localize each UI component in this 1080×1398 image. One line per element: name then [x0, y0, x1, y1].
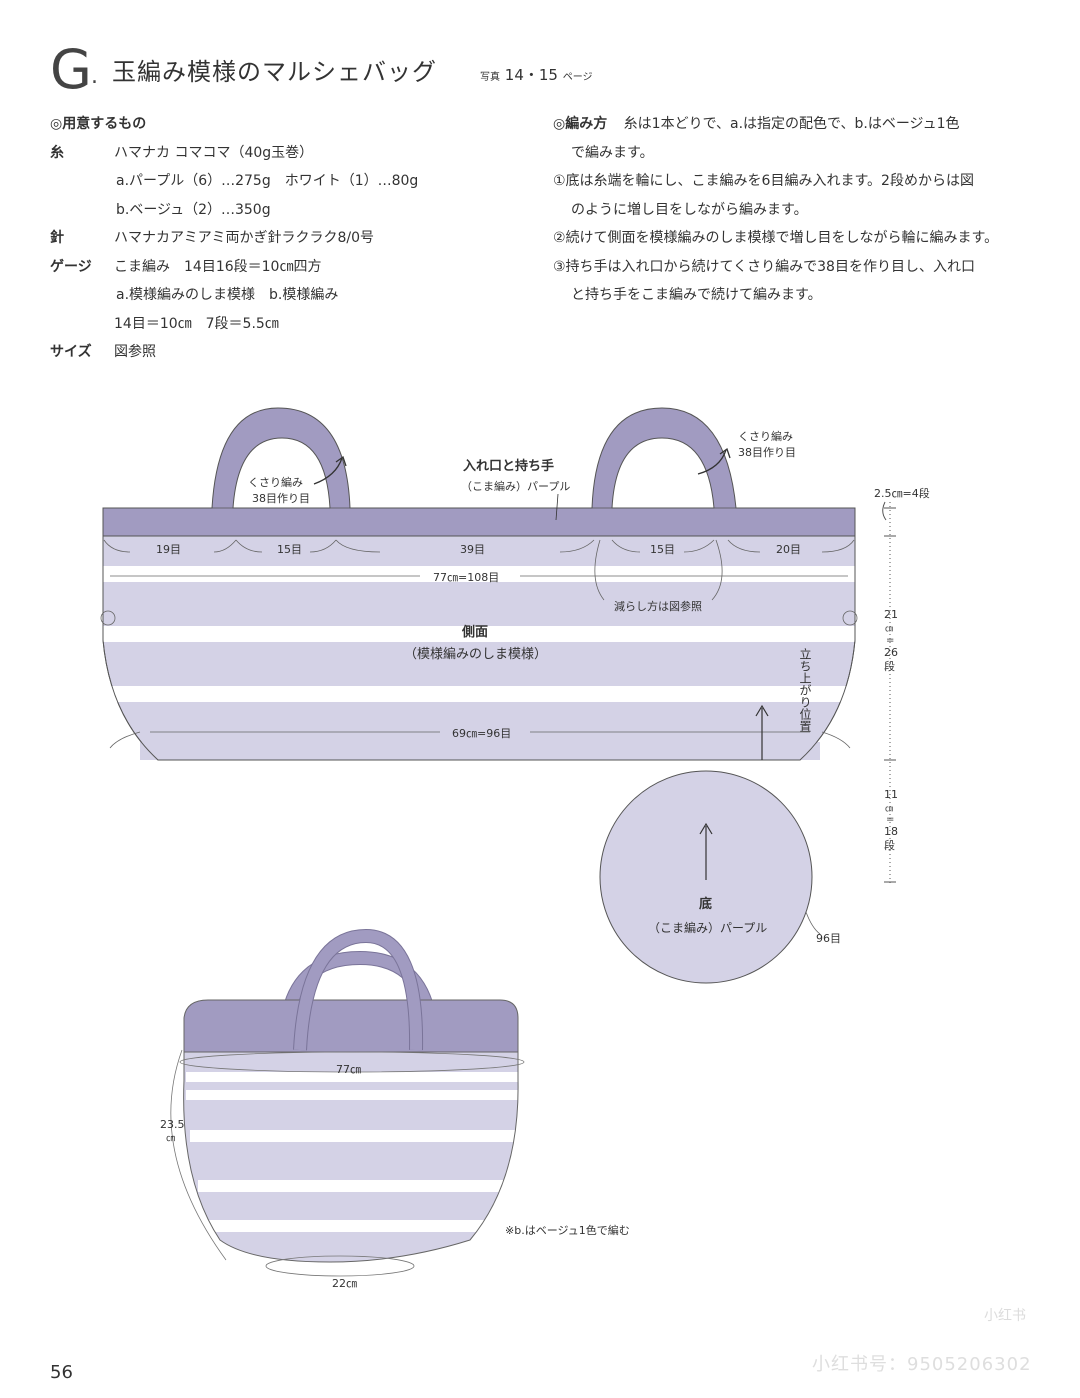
dim-base-1: 11 [884, 788, 898, 801]
dim-side-3: = [886, 635, 894, 646]
size-label: サイズ [50, 344, 92, 360]
photo-suffix: ページ [562, 72, 593, 83]
yarn-b: b.ベージュ（2）…350g [116, 201, 271, 218]
pattern-letter: G [50, 38, 92, 101]
vertical-dimension [882, 501, 896, 884]
left-handle-label-1: くさり編み [248, 475, 303, 489]
photo-prefix: 写真 [480, 72, 500, 83]
method-step1-a: ①底は糸端を輪にし、こま編みを6目編み入れます。2段めからは図 [553, 173, 974, 189]
gauge-value: こま編み 14目16段＝10㎝四方 [114, 258, 322, 275]
gauge-pattern-value: 14目＝10㎝ 7段＝5.5㎝ [114, 315, 279, 332]
finished-width-label: 77㎝ [336, 1063, 361, 1076]
watermark-id: 小红书号：9505206302 [812, 1354, 1032, 1375]
handle-arrows [313, 447, 731, 521]
photo-reference: 写真 14・15 ページ [480, 64, 593, 85]
dim-base-2: ㎝ [885, 804, 893, 813]
materials-heading: ◎用意するもの [50, 116, 147, 132]
decrease-note: 減らし方は図参照 [614, 599, 702, 613]
yarn-a: a.パープル（6）…275g ホワイト（1）…80g [116, 173, 419, 189]
finished-bottom-label: 22㎝ [332, 1277, 357, 1290]
method-heading: ◎編み方 [553, 116, 608, 132]
method-step3-a: ③持ち手は入れ口から続けてくさり編みで38目を作り目し、入れ口 [553, 258, 975, 275]
side-panel-label: 側面 [461, 624, 488, 640]
segment-count-1: 19目 [156, 543, 181, 556]
dim-base-3: = [886, 814, 894, 825]
side-panel [102, 535, 856, 761]
method-intro-2: で編みます。 [571, 144, 654, 161]
rim-and-handles [102, 407, 856, 537]
segment-count-4: 15目 [650, 543, 675, 556]
dim-side-2: ㎝ [885, 624, 893, 633]
dim-side-5: 段 [884, 659, 895, 673]
base-count-label: 96目 [816, 932, 841, 945]
base-label: 底 [699, 896, 712, 912]
needle-label: 針 [50, 230, 64, 246]
yarn-label: 糸 [50, 144, 64, 161]
materials-section: ◎用意するもの 糸 ハマナカ コマコマ（40g玉巻） a.パープル（6）…275… [50, 110, 490, 367]
watermark-logo: 小红书 [984, 1308, 1026, 1324]
segment-count-5: 20目 [776, 543, 801, 556]
right-handle-label-2: 38目作り目 [738, 446, 796, 459]
finished-height-2: ㎝ [166, 1134, 175, 1144]
rise-position-label: 立ち上がり位置 [798, 647, 812, 732]
segment-guides [100, 539, 858, 749]
side-panel-sub-label: （模様編みのしま模様） [404, 646, 547, 662]
rim-label: 入れ口と持ち手 [463, 458, 554, 474]
method-step2: ②続けて側面を模様編みのしま模様で増し目をしながら輪に編みます。 [553, 230, 999, 246]
left-handle-label-2: 38目作り目 [252, 492, 310, 505]
needle-value: ハマナカアミアミ両かぎ針ラクラク8/0号 [114, 230, 374, 246]
rise-arrow [755, 704, 769, 760]
top-width-label: 77㎝=108目 [433, 571, 499, 584]
right-handle-label-1: くさり編み [738, 429, 793, 443]
gauge-label: ゲージ [50, 258, 92, 275]
dim-base-5: 段 [884, 838, 895, 852]
yarn-value: ハマナカ コマコマ（40g玉巻） [114, 144, 314, 161]
finished-height-1: 23.5 [160, 1118, 185, 1131]
dim-side-4: 26 [884, 646, 898, 659]
dim-top-label: 2.5㎝=4段 [874, 486, 930, 500]
gauge-pattern: a.模様編みのしま模様 b.模様編み [116, 287, 339, 303]
base-circle [599, 770, 821, 984]
segment-count-3: 39目 [460, 543, 485, 556]
dim-base-4: 18 [884, 825, 898, 838]
method-section: ◎編み方 糸は1本どりで、a.は指定の配色で、b.はベージュ1色 で編みます。 … [553, 110, 1043, 310]
photo-pages: 14・15 [504, 66, 558, 84]
method-step3-b: と持ち手をこま編みで続けて編みます。 [571, 287, 822, 303]
pattern-letter-dot: . [91, 64, 98, 89]
rim-sub-label: （こま編み）パープル [461, 479, 570, 493]
method-intro-1: 糸は1本どりで、a.は指定の配色で、b.はベージュ1色 [623, 116, 960, 132]
page-title: 玉編み模様のマルシェバッグ [112, 58, 437, 86]
segment-count-2: 15目 [277, 543, 302, 556]
size-value: 図参照 [114, 344, 156, 360]
base-sub-label: （こま編み）パープル [648, 920, 767, 935]
finished-bag-illustration [170, 928, 525, 1277]
dim-side-1: 21 [884, 608, 898, 621]
bottom-width-label: 69㎝=96目 [452, 727, 511, 740]
b-version-note: ※b.はベージュ1色で編む [505, 1223, 630, 1237]
page-number: 56 [50, 1362, 73, 1383]
method-step1-b: のように増し目をしながら編みます。 [571, 201, 808, 218]
